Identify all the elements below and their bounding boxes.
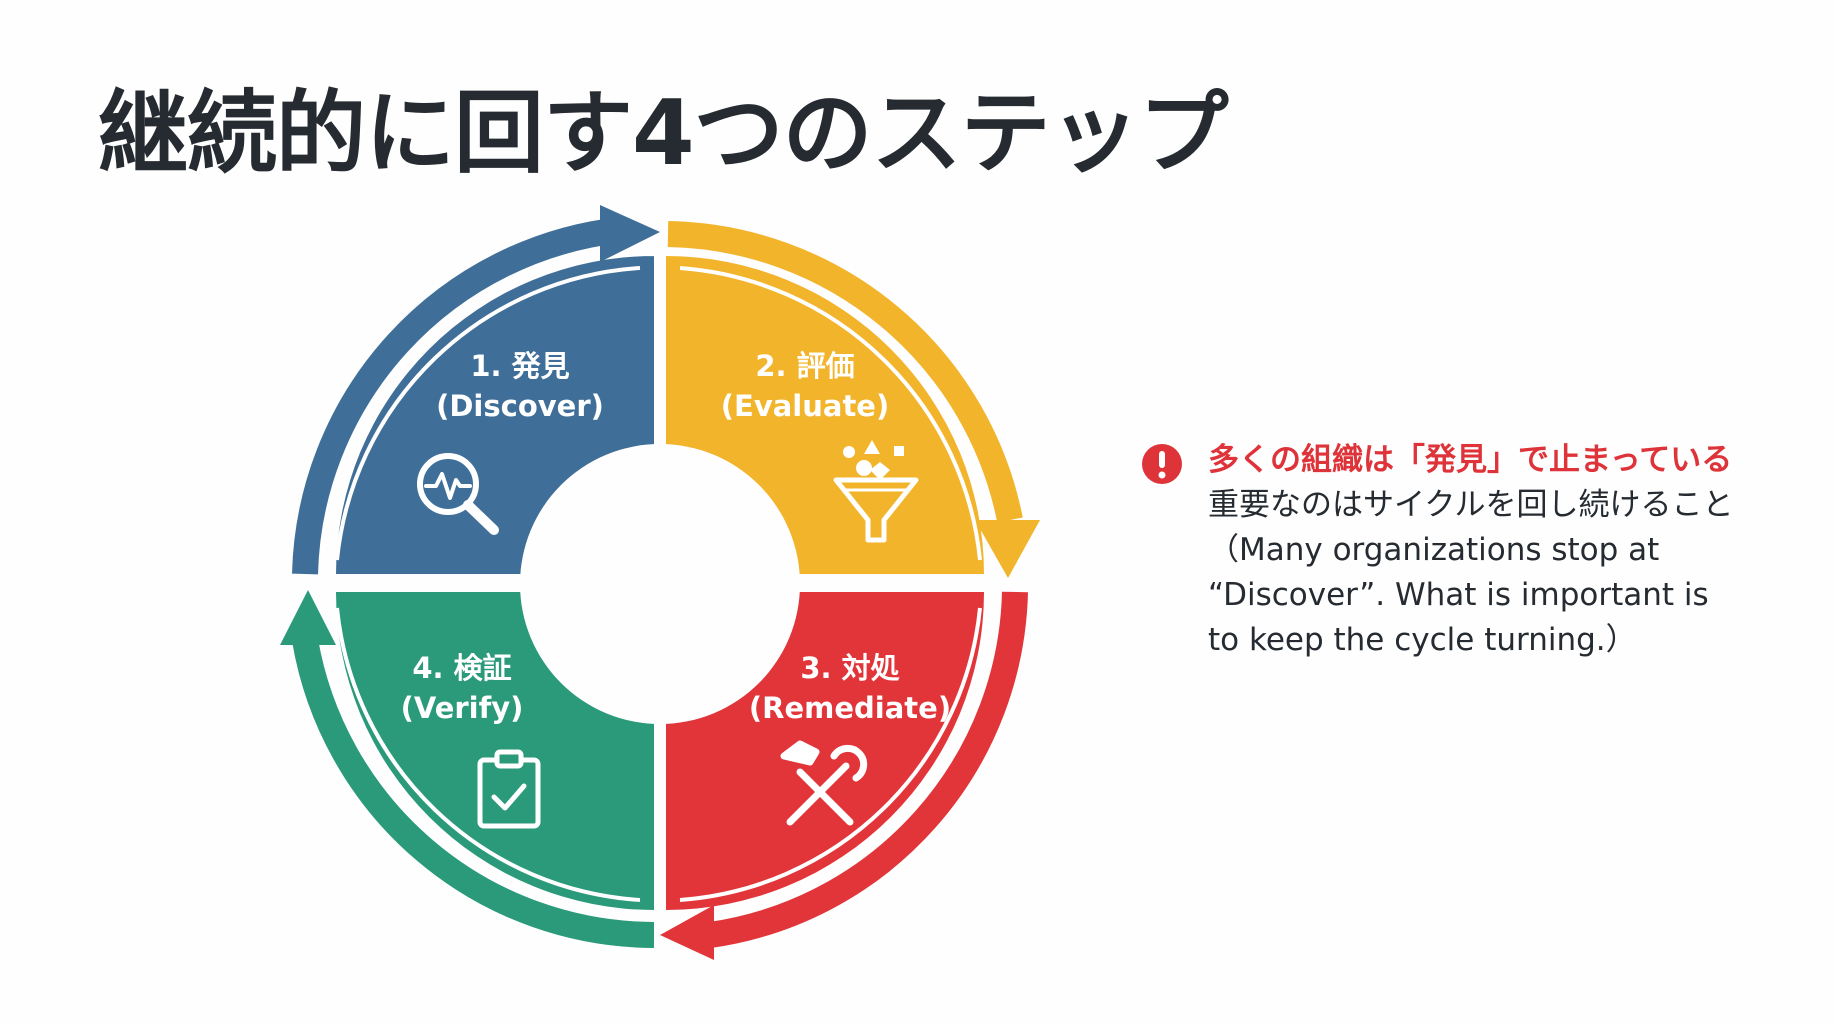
cycle-arrows: [280, 205, 1040, 960]
callout-message: 重要なのはサイクルを回し続けること: [1208, 487, 1734, 523]
step-evaluate-english: (Evaluate): [721, 389, 889, 423]
arrow-head-remediate: [660, 905, 714, 960]
step-remediate-english: (Remediate): [749, 691, 951, 725]
step-evaluate-number: 2. 評価: [755, 349, 854, 383]
page-title: 継続的に回す4つのステップ: [98, 81, 1229, 186]
callout-warning: 多くの組織は「発見」で止まっている: [1208, 442, 1733, 478]
arrow-head-discover: [600, 205, 660, 262]
exclamation-icon: [1142, 444, 1182, 484]
funnel-icon: [833, 440, 919, 543]
callout-text: 多くの組織は「発見」で止まっている 重要なのはサイクルを回し続けること （Man…: [1208, 438, 1740, 663]
magnifier-pulse-icon: [417, 453, 499, 535]
hammer-wrench-icon: [780, 740, 868, 826]
step-verify-english: (Verify): [401, 691, 524, 725]
arrow-head-verify: [280, 590, 336, 645]
step-verify-number: 4. 検証: [412, 651, 511, 685]
step-discover-number: 1. 発見: [470, 349, 569, 383]
step-remediate-number: 3. 対処: [800, 651, 899, 685]
callout-english: （Many organizations stop at “Discover”. …: [1208, 532, 1709, 658]
clipboard-check-icon: [477, 749, 541, 829]
center-hole: [520, 444, 800, 724]
arrow-head-evaluate: [975, 520, 1040, 578]
callout: 多くの組織は「発見」で止まっている 重要なのはサイクルを回し続けること （Man…: [1140, 438, 1740, 663]
step-discover-english: (Discover): [436, 389, 604, 423]
